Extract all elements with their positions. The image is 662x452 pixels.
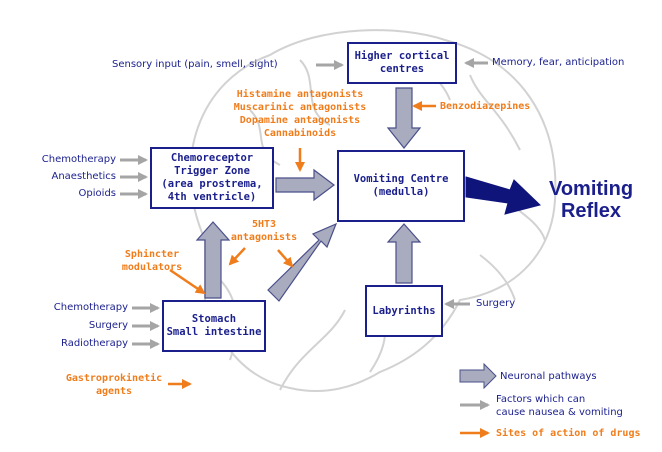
vomiting-reflex-label: Vomiting Reflex [536,178,646,222]
drug-5ht3-line-2: antagonists [230,232,298,243]
drug-5ht3-line-1: 5HT3 [251,219,277,230]
vomiting-centre-line-2: (medulla) [372,186,430,198]
arrow-sphincter [169,268,206,295]
ctz-factor-anaesthetics: Anaesthetics [51,171,117,182]
higher-cortical-centres-box: Higher cortical centres [347,42,457,84]
stomach-factor-surgery: Surgery [88,320,128,331]
ctz-line-3: (area prostrema, [161,178,263,190]
stomach-small-intestine-box: Stomach Small intestine [162,300,266,352]
arrow-labyrinths-to-vomiting-centre [386,223,422,284]
legend-neuronal-pathways: Neuronal pathways [500,371,597,382]
drug-gastroprokinetic-line-1: Gastroprokinetic [65,373,163,384]
neuronal-pathway-arrows [195,87,422,302]
drug-sphincter-modulators: Sphincter modulators [112,248,192,274]
arrow-stomach-to-vomiting-centre [267,222,338,302]
ctz-line-4: 4th ventricle) [167,191,257,203]
legend-neuronal-symbol [459,362,497,390]
ctz-line-2: Trigger Zone [174,165,250,177]
legend-symbols [459,362,497,438]
stomach-factor-chemotherapy: Chemotherapy [53,302,128,313]
ctz-drug-list: Histamine antagonists Muscarinic antagon… [218,88,382,140]
drug-dopamine-antagonists: Dopamine antagonists [239,115,361,126]
drug-histamine-antagonists: Histamine antagonists [236,89,364,100]
arrow-stomach-to-ctz [195,221,231,299]
memory-fear-label: Memory, fear, anticipation [492,57,625,68]
drug-site-arrows [168,101,436,389]
labyrinths-box: Labyrinths [365,285,443,337]
arrow-ht3-right [277,249,294,268]
chemoreceptor-trigger-zone-box: Chemoreceptor Trigger Zone (area prostre… [150,147,274,209]
legend-factors-line-1: Factors which can [496,394,586,405]
legend-sites-of-action: Sites of action of drugs [496,428,641,439]
stomach-factor-radiotherapy: Radiotherapy [60,338,128,349]
vomiting-centre-line-1: Vomiting Centre [353,173,449,185]
drug-sphincter-line-2: modulators [121,262,183,273]
drug-benzodiazepines: Benzodiazepines [440,101,531,112]
stomach-line-1: Stomach [191,313,237,325]
vomiting-centre-box: Vomiting Centre (medulla) [337,150,465,222]
drug-gastroprokinetic-agents: Gastroprokinetic agents [60,372,168,398]
vomiting-reflex-line-2: Reflex [560,200,622,222]
stomach-line-2: Small intestine [166,326,262,338]
drug-muscarinic-antagonists: Muscarinic antagonists [233,102,367,113]
arrow-ht3-left [228,247,246,266]
drug-gastroprokinetic-line-2: agents [95,386,133,397]
arrow-cortical-to-vomiting-centre [386,87,422,149]
higher-cortical-line-2: centres [379,63,425,75]
drug-sphincter-line-1: Sphincter [124,249,180,260]
higher-cortical-line-1: Higher cortical [354,50,450,62]
sensory-input-label: Sensory input (pain, smell, sight) [112,59,278,70]
ctz-factor-opioids: Opioids [78,188,116,199]
factor-arrows [120,58,488,349]
drug-cannabinoids: Cannabinoids [263,128,337,139]
labyrinth-factor-surgery: Surgery [476,298,516,309]
arrow-ctz-to-vomiting-centre [275,168,335,202]
legend-factors: Factors which can cause nausea & vomitin… [496,393,623,419]
vomiting-reflex-line-1: Vomiting [548,178,634,200]
labyrinths-line-1: Labyrinths [372,304,436,317]
ctz-factor-chemotherapy: Chemotherapy [41,154,116,165]
ctz-line-1: Chemoreceptor [170,152,254,164]
legend-factors-line-2: cause nausea & vomiting [496,407,623,418]
vomiting-reflex-arrow [465,176,541,215]
drug-5ht3-antagonists: 5HT3 antagonists [228,218,300,244]
